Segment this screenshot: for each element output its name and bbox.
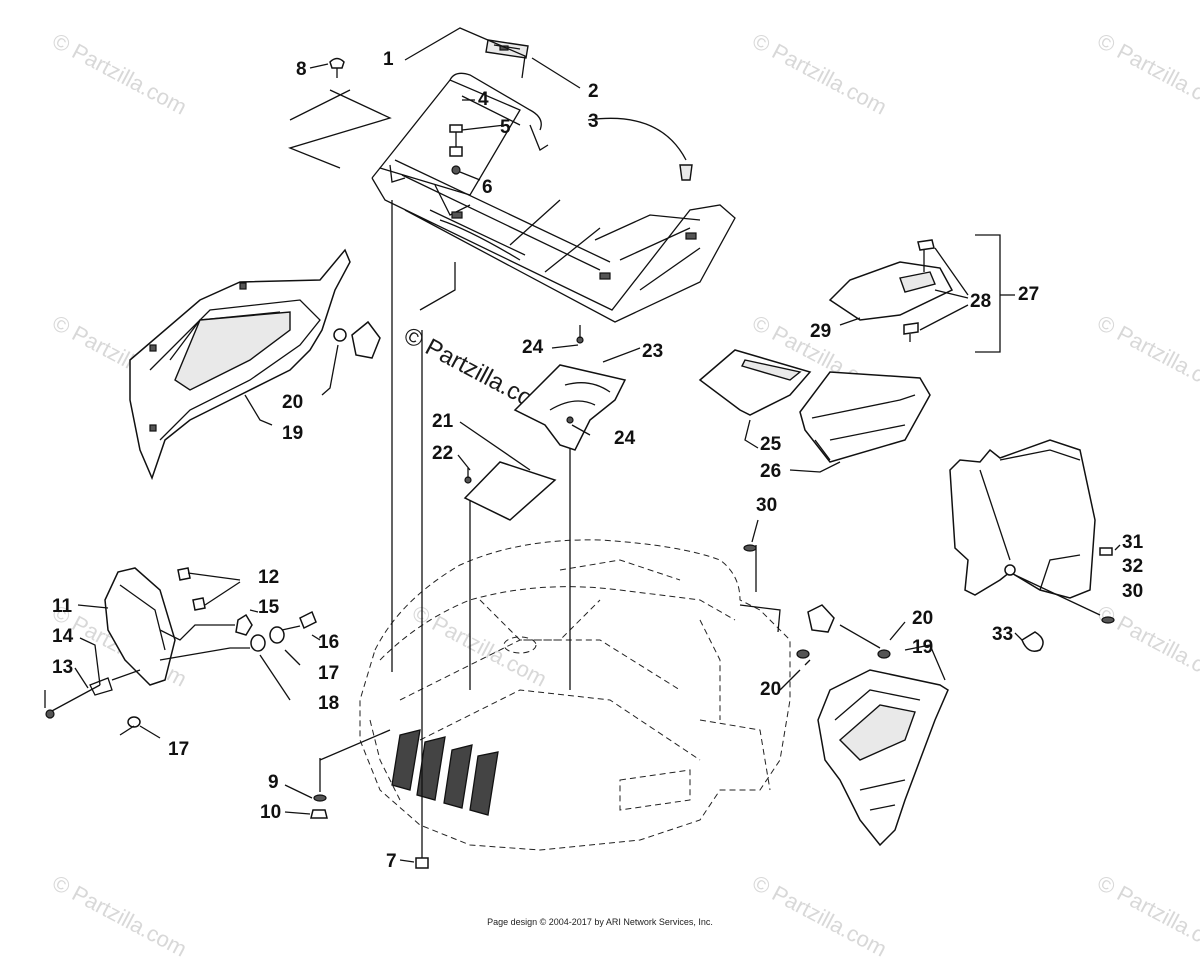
callout-19: 19 (912, 637, 934, 658)
callout-8: 8 (296, 59, 307, 80)
clip-3-drawing (679, 164, 693, 181)
headlight-cover-drawing (45, 567, 317, 728)
bolt-8-drawing (329, 57, 345, 78)
callout-4: 4 (478, 89, 489, 110)
access-panel-21-drawing (463, 461, 557, 521)
callout-31: 31 (1122, 532, 1144, 553)
callout-11: 11 (52, 596, 73, 617)
callout-14: 14 (52, 626, 74, 647)
callout-17: 17 (168, 739, 190, 760)
callout-13: 13 (52, 657, 74, 678)
callout-22: 22 (432, 443, 454, 464)
front-rack-drawing (371, 72, 736, 323)
callout-20: 20 (912, 608, 934, 629)
callout-23: 23 (642, 341, 664, 362)
callout-32: 32 (1122, 556, 1144, 577)
callout-9: 9 (268, 772, 279, 793)
panel-23-drawing (513, 325, 627, 451)
left-fender-panel-drawing (129, 248, 381, 481)
footer-credit: Page design © 2004-2017 by ARI Network S… (487, 917, 713, 927)
callout-17: 17 (318, 663, 340, 684)
callout-28: 28 (970, 291, 992, 312)
lid-29-drawing (828, 239, 954, 342)
callout-16: 16 (318, 632, 340, 653)
hood-grille (391, 729, 499, 816)
callout-24: 24 (522, 337, 544, 358)
diagram-drawing (44, 27, 1121, 869)
callout-21: 21 (432, 411, 454, 432)
decal-drawing (485, 39, 529, 59)
callout-2: 2 (588, 81, 599, 102)
callout-3: 3 (588, 111, 599, 132)
callout-25: 25 (760, 434, 782, 455)
callout-5: 5 (500, 117, 511, 138)
side-panel-31-drawing (949, 439, 1115, 652)
callout-12: 12 (258, 567, 280, 588)
callout-26: 26 (760, 461, 782, 482)
callout-18: 18 (318, 693, 340, 714)
callout-27: 27 (1018, 284, 1040, 305)
storage-bin-drawing (698, 349, 931, 463)
rack-fasteners (449, 124, 463, 175)
callout-10: 10 (260, 802, 282, 823)
callout-24: 24 (614, 428, 636, 449)
callout-20: 20 (760, 679, 782, 700)
front-body-panel-drawing (359, 539, 791, 851)
callout-29: 29 (810, 321, 832, 342)
callout-15: 15 (258, 597, 280, 618)
parts-diagram: © Partzilla.com © Partzilla.com © Partzi… (44, 27, 1200, 962)
callout-30: 30 (1122, 581, 1144, 602)
callout-20: 20 (282, 392, 304, 413)
callout-7: 7 (386, 851, 397, 872)
right-fender-panel-drawing (807, 604, 949, 847)
callout-19: 19 (282, 423, 304, 444)
callout-30: 30 (756, 495, 778, 516)
bolt-7-drawing (415, 857, 429, 869)
callout-1: 1 (383, 49, 394, 70)
callout-6: 6 (482, 177, 493, 198)
callout-33: 33 (992, 624, 1014, 645)
